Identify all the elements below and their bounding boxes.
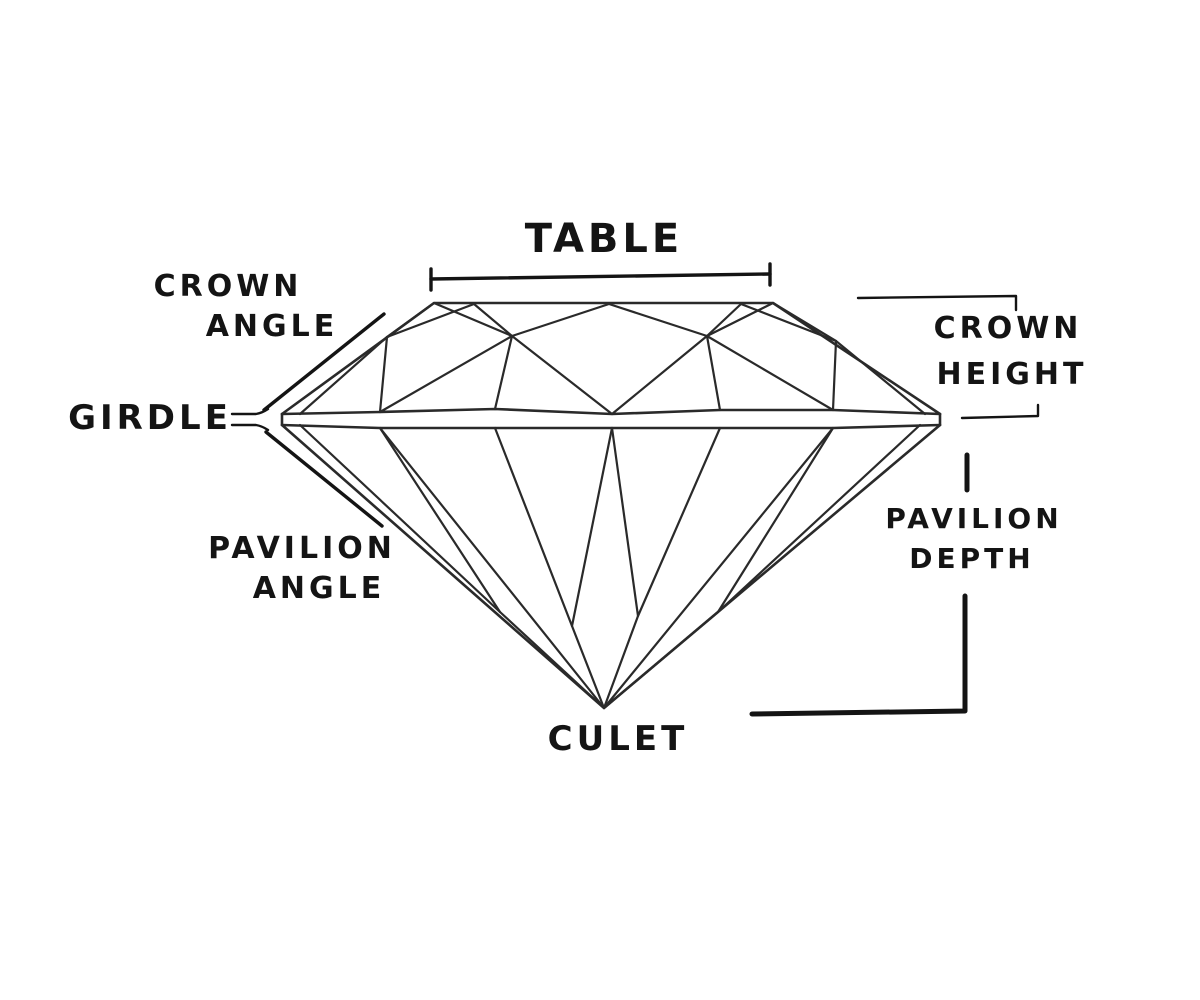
- crown-height-label-line1: CROWN: [934, 311, 1083, 346]
- pavilion-depth-bracket-bottom: [749, 593, 968, 717]
- pavilion-angle-line: [264, 430, 384, 528]
- diagram-labels: TABLE CROWN ANGLE CROWN HEIGHT GIRDLE PA…: [68, 216, 1088, 759]
- pavilion-angle-label-line2: ANGLE: [253, 571, 386, 606]
- pavilion-depth-label-line2: DEPTH: [909, 542, 1034, 575]
- crown-angle-line: [262, 312, 386, 412]
- pavilion-outline: [280, 423, 942, 710]
- pavilion-facets: [298, 423, 922, 710]
- crown-height-bracket-top: [856, 294, 1018, 312]
- annotation-marks: [230, 262, 1040, 717]
- girdle-label: GIRDLE: [68, 398, 232, 438]
- culet-label: CULET: [548, 719, 689, 759]
- table-bracket: [429, 272, 772, 281]
- crown-height-label-line2: HEIGHT: [937, 357, 1088, 392]
- diamond-icon: [280, 301, 942, 710]
- crown-facets: [298, 301, 927, 416]
- pavilion-angle-label-line1: PAVILION: [208, 531, 396, 566]
- pavilion-depth-label-line1: PAVILION: [885, 502, 1062, 535]
- table-label: TABLE: [525, 216, 683, 262]
- crown-height-bracket-bottom: [960, 403, 1040, 420]
- girdle-brace: [230, 407, 270, 432]
- crown-angle-label-line1: CROWN: [154, 269, 303, 304]
- crown-angle-label-line2: ANGLE: [206, 309, 339, 344]
